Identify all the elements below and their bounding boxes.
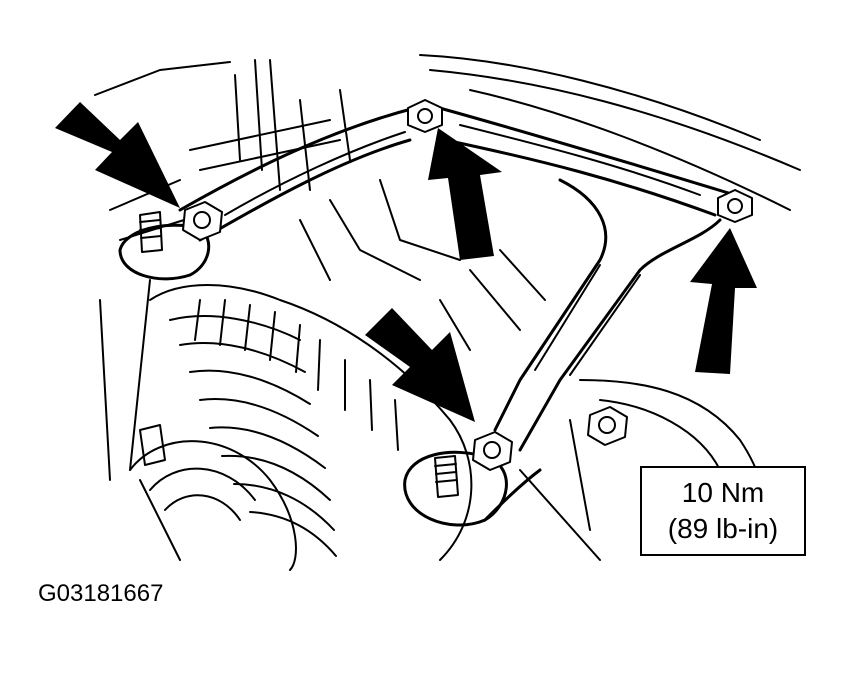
torque-imperial-label: (89 lb-in) bbox=[667, 513, 779, 544]
generator-brace bbox=[118, 102, 737, 527]
callout-arrows bbox=[55, 102, 757, 422]
bolts bbox=[139, 99, 753, 498]
stud-bottom bbox=[434, 455, 459, 498]
pulley bbox=[129, 424, 297, 571]
generator-body bbox=[149, 284, 473, 561]
arrow-icon bbox=[365, 308, 475, 422]
bolt-left bbox=[182, 201, 223, 241]
arrow-icon bbox=[428, 128, 502, 260]
arrow-icon bbox=[690, 228, 757, 374]
bolt-engine bbox=[587, 406, 628, 446]
torque-metric-label: 10 Nm bbox=[681, 477, 765, 508]
bolt-top bbox=[407, 99, 443, 133]
figure-id-label: G03181667 bbox=[38, 580, 164, 607]
bolt-bottom bbox=[472, 431, 513, 471]
bolt-right bbox=[717, 189, 753, 223]
torque-spec-callout: 10 Nm (89 lb-in) bbox=[640, 466, 806, 556]
stud-left bbox=[139, 211, 163, 253]
arrow-icon bbox=[55, 102, 180, 208]
